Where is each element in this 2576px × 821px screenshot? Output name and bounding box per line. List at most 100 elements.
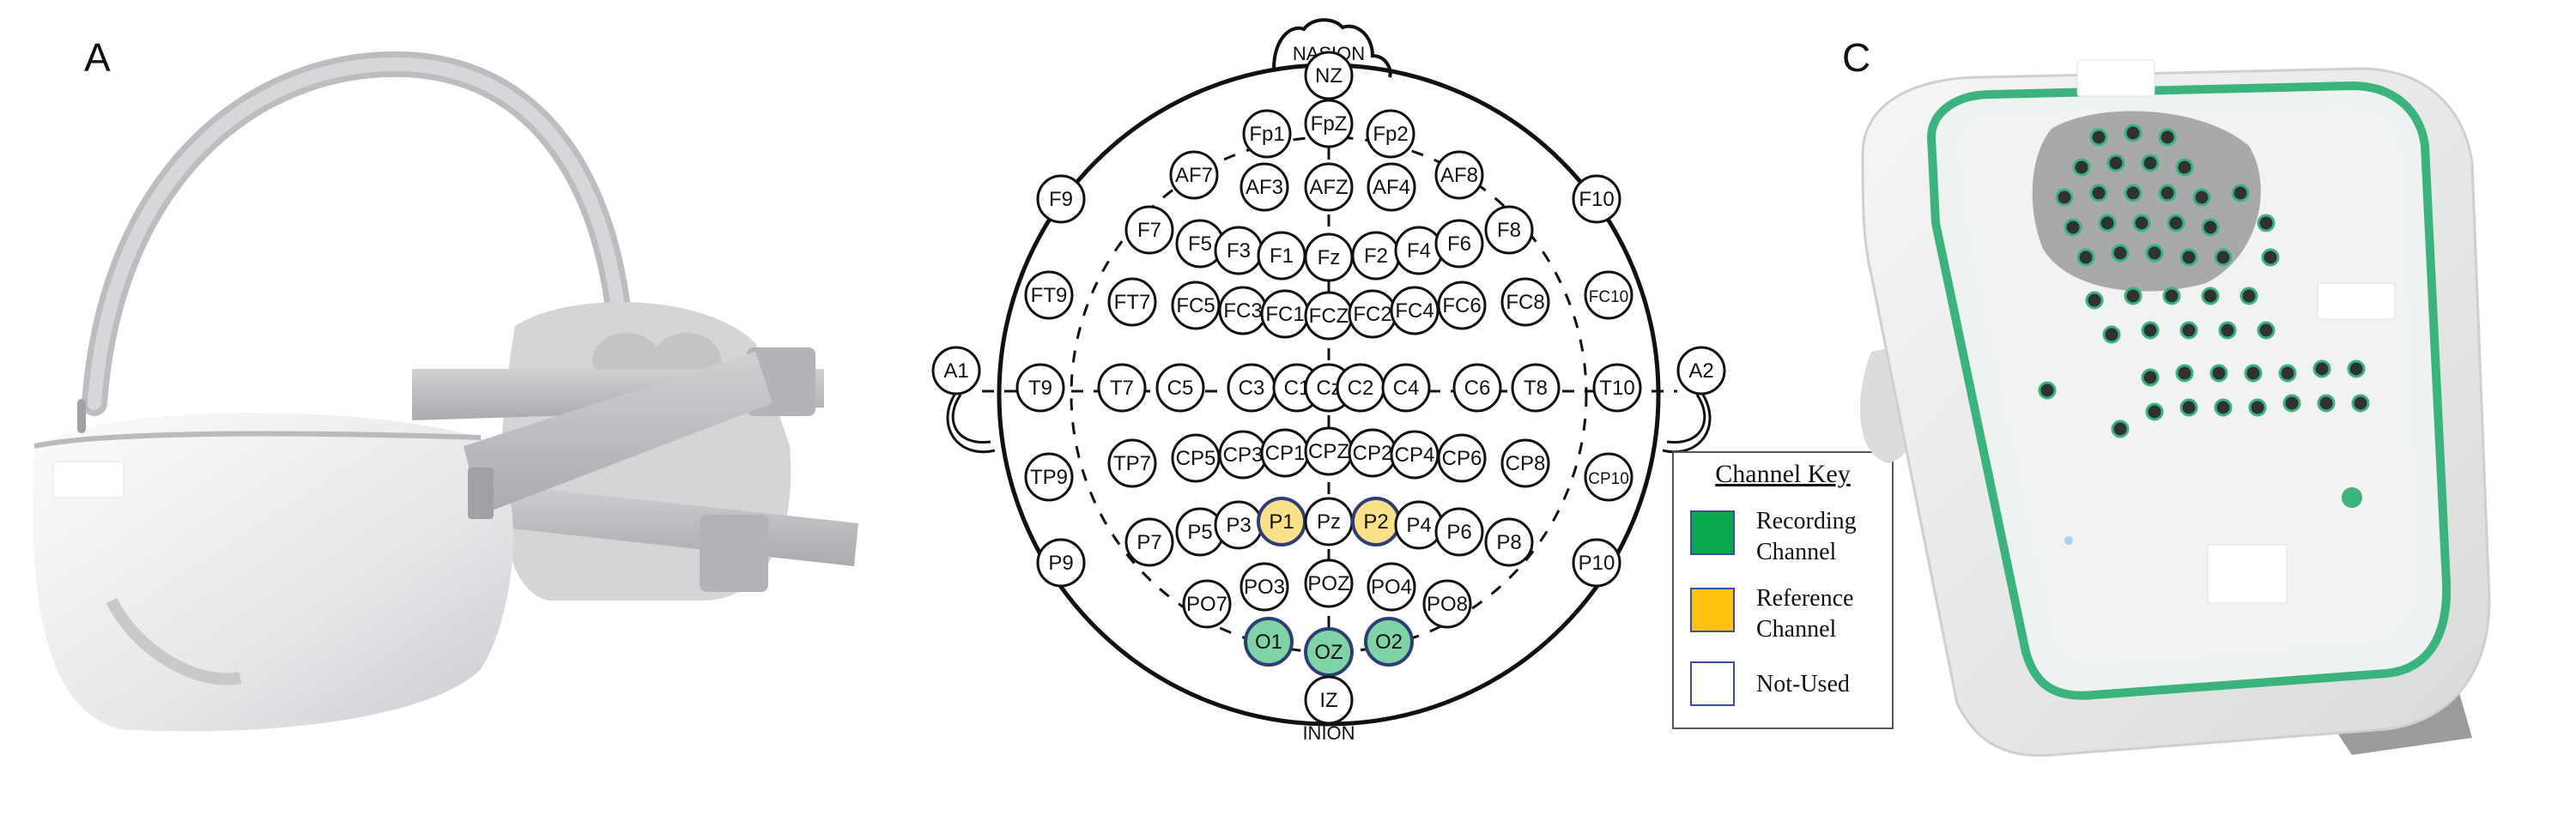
reference-channel-label-line1: Reference	[1756, 585, 1853, 612]
electrode-p10: P10	[1572, 538, 1621, 588]
electrode-circle	[1434, 219, 1484, 269]
reference-channel-swatch	[1690, 588, 1735, 632]
electrode-label: P2	[1363, 510, 1388, 534]
electrode-p3: P3	[1214, 500, 1264, 550]
electrode-circle	[1422, 579, 1472, 629]
electrode-f10: F10	[1572, 174, 1621, 224]
electrode-fc1: FC1	[1260, 289, 1310, 339]
electrode-c4: C4	[1381, 363, 1431, 413]
electrode-circle	[1107, 277, 1157, 327]
electrode-label: PO7	[1186, 593, 1227, 616]
electrode-circle	[1437, 281, 1487, 330]
electrode-a1: A1	[931, 346, 981, 395]
electrode-circle	[1155, 363, 1205, 413]
electrode-p8: P8	[1484, 517, 1534, 567]
electrode-f6: F6	[1434, 219, 1484, 269]
not-used-swatch	[1690, 661, 1735, 706]
electrode-circle	[1572, 174, 1621, 224]
electrode-label: O2	[1375, 631, 1403, 654]
electrode-ft7: FT7	[1107, 277, 1157, 327]
electrode-label: AFZ	[1309, 176, 1348, 199]
electrode-cp10: CP10	[1584, 452, 1633, 502]
electrode-label: C4	[1393, 377, 1420, 400]
electrode-label: CP10	[1588, 470, 1629, 488]
electrode-circle	[1124, 517, 1174, 567]
electrode-tp9: TP9	[1024, 452, 1074, 502]
recording-channel-label-line1: Recording	[1756, 508, 1857, 534]
electrode-label: TP9	[1030, 466, 1068, 489]
electrode-label: F5	[1188, 232, 1212, 256]
electrode-circle	[1024, 270, 1074, 320]
electrode-label: Fp2	[1373, 123, 1408, 146]
electrode-label: PO8	[1427, 593, 1468, 616]
electrode-label: CP8	[1506, 452, 1546, 475]
electrode-circle	[1434, 507, 1484, 557]
electrode-cp6: CP6	[1437, 433, 1487, 483]
electrode-nz: NZ	[1304, 51, 1354, 100]
channel-key: Channel Key Recording Channel Reference …	[1672, 451, 1894, 729]
electrode-f2: F2	[1351, 231, 1401, 281]
not-used-label: Not-Used	[1756, 671, 1850, 697]
electrode-circle	[1500, 438, 1550, 488]
electrode-circle	[1434, 150, 1484, 200]
electrode-label: FCZ	[1309, 305, 1349, 328]
electrode-label: CP3	[1223, 444, 1264, 467]
electrode-p5: P5	[1175, 507, 1225, 557]
electrode-label: AF4	[1373, 176, 1410, 199]
electrode-tp7: TP7	[1107, 438, 1157, 488]
electrode-label: F6	[1447, 232, 1471, 256]
electrode-fcz: FCZ	[1304, 291, 1354, 341]
electrode-label: T7	[1110, 377, 1134, 400]
electrode-circle	[1182, 579, 1232, 629]
electrode-cp8: CP8	[1500, 438, 1550, 488]
electrode-label: C6	[1464, 377, 1491, 400]
electrode-circle	[1364, 617, 1414, 667]
electrode-label: F2	[1364, 244, 1388, 268]
electrode-fp2: Fp2	[1366, 109, 1415, 159]
electrode-afz: AFZ	[1304, 162, 1354, 212]
electrode-label: F10	[1579, 188, 1614, 211]
electrode-label: FC4	[1395, 299, 1433, 323]
electrode-label: POZ	[1307, 572, 1349, 595]
electrode-circle	[1390, 286, 1440, 335]
electrode-p4: P4	[1394, 500, 1444, 550]
electrode-label: CP2	[1353, 442, 1393, 465]
electrode-o1: O1	[1244, 617, 1294, 667]
electrode-label: OZ	[1314, 641, 1343, 664]
electrode-circle	[1304, 99, 1354, 148]
electrode-label: F4	[1407, 239, 1431, 263]
electrode-label: CP5	[1176, 447, 1216, 470]
electrode-circle	[1366, 109, 1415, 159]
electrode-fc6: FC6	[1437, 281, 1487, 330]
electrode-circle	[1171, 281, 1221, 330]
electrode-label: FC8	[1506, 291, 1544, 314]
electrode-f3: F3	[1214, 226, 1264, 275]
electrode-circle	[1676, 346, 1726, 395]
electrode-po4: PO4	[1367, 562, 1416, 612]
electrode-label: NZ	[1315, 64, 1343, 88]
electrode-label: P7	[1136, 531, 1161, 554]
electrode-circle	[1367, 162, 1416, 212]
electrode-label: FC1	[1265, 303, 1304, 326]
electrode-circle	[1169, 150, 1219, 200]
electrode-label: FT9	[1031, 284, 1068, 307]
electrode-circle	[1381, 363, 1431, 413]
electrode-p2: P2	[1351, 497, 1401, 546]
electrode-circle	[1437, 433, 1487, 483]
electrode-label: FC5	[1176, 294, 1215, 317]
electrode-p1: P1	[1257, 497, 1306, 546]
electrode-pz: Pz	[1304, 497, 1354, 546]
electrode-label: P3	[1226, 514, 1251, 537]
electrode-label: F9	[1049, 188, 1073, 211]
electrode-ft9: FT9	[1024, 270, 1074, 320]
electrode-label: P4	[1406, 514, 1431, 537]
electrode-label: P6	[1446, 521, 1471, 544]
electrode-label: AF7	[1175, 164, 1213, 187]
electrode-af3: AF3	[1240, 162, 1289, 212]
electrode-label: TP7	[1113, 452, 1151, 475]
electrode-label: F3	[1227, 239, 1251, 263]
electrode-label: FC6	[1442, 294, 1481, 317]
panel-label-c: C	[1842, 35, 1871, 80]
electrode-p9: P9	[1036, 538, 1086, 588]
